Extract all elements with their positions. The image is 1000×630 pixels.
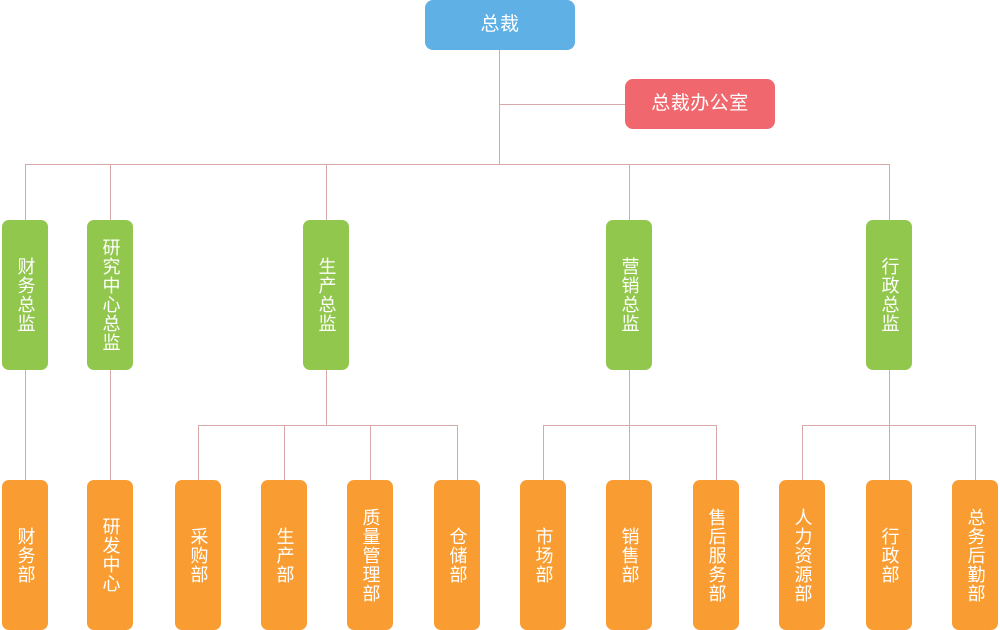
node-after-sales-department-label: 售后服务部 [706, 507, 727, 603]
connector-drop-research-dir [110, 164, 111, 220]
connector-director-bus [25, 164, 889, 165]
node-general-affairs-department[interactable]: 总务后勤部 [952, 480, 998, 630]
node-after-sales-department[interactable]: 售后服务部 [693, 480, 739, 630]
node-administration-department[interactable]: 行政部 [866, 480, 912, 630]
connector-ceo-to-staff-office [499, 104, 625, 105]
node-research-director[interactable]: 研究中心总监 [87, 220, 133, 370]
node-admin-director-label: 行政总监 [879, 257, 900, 333]
connector-drop-purchasing [198, 425, 199, 480]
connector-admin-stem [889, 370, 890, 425]
connector-drop-admin-dir [889, 164, 890, 220]
node-quality-management-department[interactable]: 质量管理部 [347, 480, 393, 630]
node-finance-department[interactable]: 财务部 [2, 480, 48, 630]
node-market-department-label: 市场部 [533, 526, 554, 584]
node-sales-department-label: 销售部 [619, 526, 640, 584]
node-administration-department-label: 行政部 [879, 526, 900, 584]
node-production-department-label: 生产部 [274, 526, 295, 584]
connector-drop-administration [889, 425, 890, 480]
node-production-director-label: 生产总监 [316, 257, 337, 333]
node-human-resource-department-label: 人力资源部 [792, 507, 813, 603]
node-finance-director[interactable]: 财务总监 [2, 220, 48, 370]
connector-drop-sales [629, 425, 630, 480]
connector-drop-production [284, 425, 285, 480]
node-admin-director[interactable]: 行政总监 [866, 220, 912, 370]
node-ceo[interactable]: 总裁 [425, 0, 575, 50]
node-sales-department[interactable]: 销售部 [606, 480, 652, 630]
connector-drop-quality [370, 425, 371, 480]
connector-admin-bus [802, 425, 975, 426]
node-rd-center-label: 研发中心 [100, 517, 121, 593]
connector-drop-warehouse [457, 425, 458, 480]
node-staff-office-label: 总裁办公室 [651, 93, 749, 115]
node-rd-center[interactable]: 研发中心 [87, 480, 133, 630]
node-purchasing-department-label: 采购部 [188, 526, 209, 584]
connector-research-dir-to-dept [110, 370, 111, 480]
node-warehouse-department-label: 仓储部 [447, 526, 468, 584]
connector-drop-production-dir [326, 164, 327, 220]
node-marketing-director-label: 营销总监 [619, 257, 640, 333]
node-staff-office[interactable]: 总裁办公室 [625, 79, 775, 129]
node-production-director[interactable]: 生产总监 [303, 220, 349, 370]
node-research-director-label: 研究中心总监 [100, 238, 121, 352]
node-warehouse-department[interactable]: 仓储部 [434, 480, 480, 630]
node-ceo-label: 总裁 [480, 14, 520, 36]
node-human-resource-department[interactable]: 人力资源部 [779, 480, 825, 630]
connector-finance-dir-to-dept [25, 370, 26, 480]
node-finance-director-label: 财务总监 [15, 257, 36, 333]
connector-production-stem [326, 370, 327, 425]
node-production-department[interactable]: 生产部 [261, 480, 307, 630]
node-finance-department-label: 财务部 [15, 526, 36, 584]
connector-drop-finance-dir [25, 164, 26, 220]
connector-marketing-stem [629, 370, 630, 425]
connector-drop-market [543, 425, 544, 480]
node-quality-management-department-label: 质量管理部 [360, 507, 381, 603]
node-general-affairs-department-label: 总务后勤部 [965, 507, 986, 603]
connector-drop-hr [802, 425, 803, 480]
node-marketing-director[interactable]: 营销总监 [606, 220, 652, 370]
connector-ceo-trunk [499, 50, 500, 164]
node-market-department[interactable]: 市场部 [520, 480, 566, 630]
node-purchasing-department[interactable]: 采购部 [175, 480, 221, 630]
connector-drop-marketing-dir [629, 164, 630, 220]
connector-drop-general-affairs [975, 425, 976, 480]
connector-drop-after-sales [716, 425, 717, 480]
connector-production-bus [198, 425, 457, 426]
